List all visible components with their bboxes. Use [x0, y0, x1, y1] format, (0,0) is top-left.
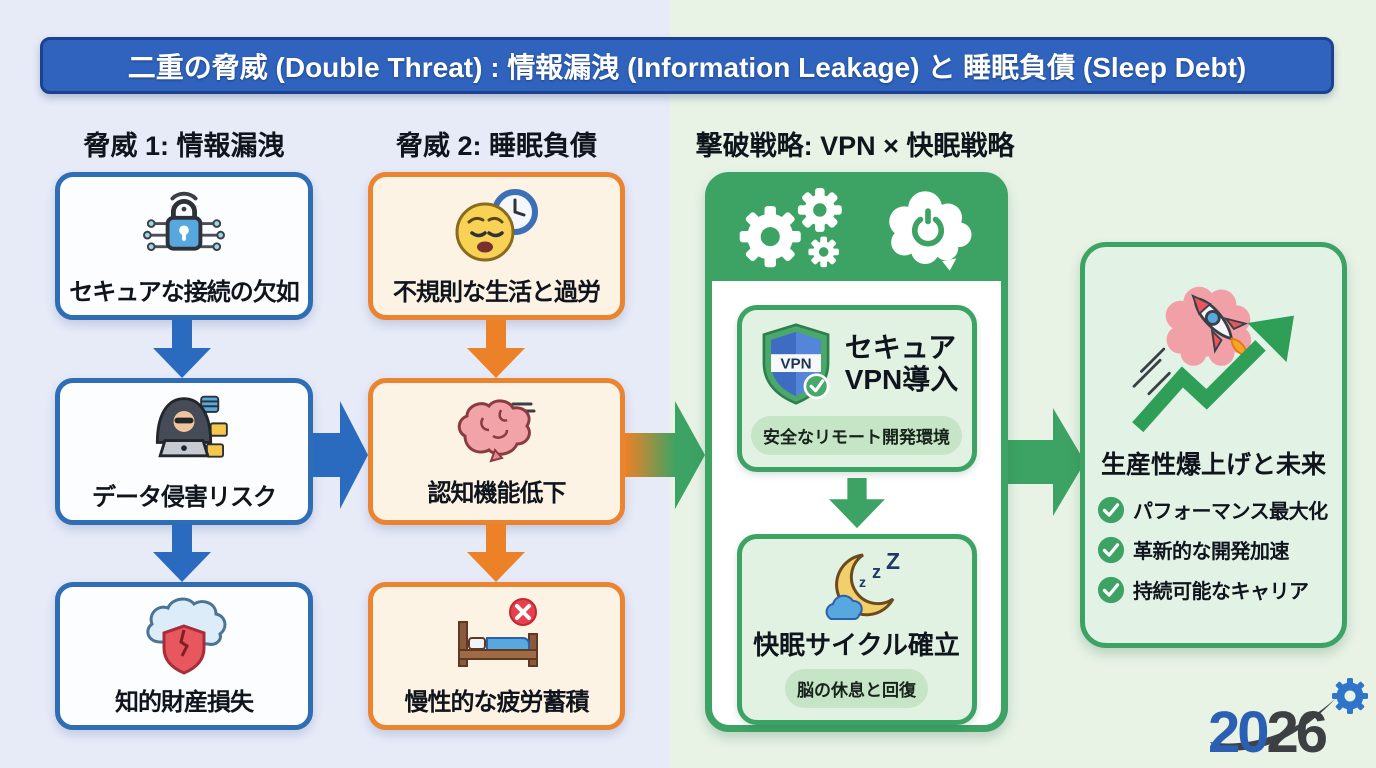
check-circle-icon [1097, 536, 1125, 563]
strategy-card: VPN セキュア VPN導入 安全なリモート開発環境 z [705, 172, 1008, 732]
threat2-box-cognitive-decline: 認知機能低下 [368, 378, 625, 525]
outcome-item: パフォーマンス最大化 [1097, 495, 1330, 524]
outcome-card: 生産性爆上げと未来 パフォーマンス最大化 革新的な開発加速 [1080, 242, 1347, 648]
vpn-step-pill: 安全なリモート開発環境 [751, 416, 962, 455]
outcome-item: 革新的な開発加速 [1097, 535, 1330, 564]
vpn-step-box: VPN セキュア VPN導入 安全なリモート開発環境 [736, 305, 977, 472]
vpn-step-title-line1: セキュア [844, 331, 957, 363]
zzz-letter-1: z [859, 574, 866, 590]
sleepy-face-clock-icon [455, 188, 538, 261]
brain-icon [457, 399, 535, 463]
zzz-letter-2: z [872, 562, 881, 582]
node-label: 不規則な生活と過労 [393, 278, 601, 306]
arrow-down-orange-1 [467, 320, 525, 378]
logo-digits: 2026 [1208, 704, 1328, 762]
moon-zzz-icon: z z Z [825, 549, 900, 621]
rocket-brain-growth-icon [1131, 286, 1294, 433]
strategy-card-header [712, 179, 1001, 281]
strategy-card-body: VPN セキュア VPN導入 安全なリモート開発環境 z [712, 281, 1001, 725]
node-label: データ侵害リスク [92, 484, 277, 511]
arrow-right-orange-green [625, 401, 705, 509]
logo-swoosh [1210, 698, 1336, 751]
arrow-right-blue [313, 401, 368, 509]
threat1-box-ip-loss: 知的財産損失 [55, 582, 313, 730]
gear-icon [1332, 678, 1368, 714]
node-label: 認知機能低下 [427, 480, 567, 507]
vpn-step-title: セキュア VPN導入 [845, 332, 959, 396]
outcome-item-label: 持続可能なキャリア [1133, 581, 1309, 603]
zzz-letter-3: Z [886, 549, 900, 574]
vpn-step-title-line2: VPN導入 [844, 364, 959, 395]
brain-power-icon [888, 191, 971, 271]
outcome-item-label: パフォーマンス最大化 [1133, 501, 1328, 523]
node-label: 慢性的な疲労蓄積 [404, 688, 590, 716]
arrow-down-orange-2 [467, 524, 525, 582]
bed-error-icon [457, 597, 538, 667]
outcome-title: 生産性爆上げと未来 [1100, 451, 1326, 479]
node-label: セキュアな接続の欠如 [69, 279, 300, 306]
check-circle-icon [1097, 576, 1125, 603]
threat2-header: 脅威 2: 睡眠負債 [395, 131, 597, 161]
node-label: 知的財産損失 [115, 688, 254, 716]
arrow-down-blue-1 [153, 320, 211, 378]
vpn-shield-icon: VPN [762, 323, 830, 405]
threat1-box-secure-connection: セキュアな接続の欠如 [55, 172, 313, 320]
logo-2026: 2026 [1204, 676, 1372, 762]
check-circle-icon [1097, 496, 1125, 523]
arrow-down-blue-2 [153, 524, 211, 582]
logo-year-left: 20 [1208, 700, 1269, 765]
logo-year-right: 26 [1266, 700, 1328, 765]
arrow-right-green [1003, 408, 1085, 516]
cloud-broken-shield-icon [146, 597, 227, 675]
threat1-header: 脅威 1: 情報漏洩 [83, 131, 285, 161]
sleep-step-pill: 脳の休息と回復 [785, 669, 928, 708]
outcome-item: 持続可能なキャリア [1097, 575, 1330, 604]
gears-icon [739, 188, 842, 268]
outcome-list: パフォーマンス最大化 革新的な開発加速 持続可能なキャリア [1097, 495, 1330, 604]
arrow-down-green [828, 478, 885, 529]
page-title: 二重の脅威 (Double Threat) : 情報漏洩 (Informatio… [127, 51, 1247, 83]
threat2-box-irregular-life: 不規則な生活と過労 [368, 172, 625, 320]
threat1-box-data-breach: データ侵害リスク [55, 378, 313, 525]
hacker-icon [155, 395, 228, 458]
wifi-lock-icon [143, 191, 225, 252]
sleep-step-title: 快眠サイクル確立 [753, 630, 960, 661]
strategy-header: 撃破戦略: VPN × 快眠戦略 [695, 131, 1015, 161]
vpn-shield-label: VPN [780, 355, 811, 372]
outcome-item-label: 革新的な開発加速 [1133, 541, 1290, 563]
threat2-box-chronic-fatigue: 慢性的な疲労蓄積 [368, 582, 625, 730]
sleep-step-box: z z Z 快眠サイクル確立 脳の休息と回復 [736, 534, 977, 725]
title-banner: 二重の脅威 (Double Threat) : 情報漏洩 (Informatio… [40, 37, 1334, 94]
